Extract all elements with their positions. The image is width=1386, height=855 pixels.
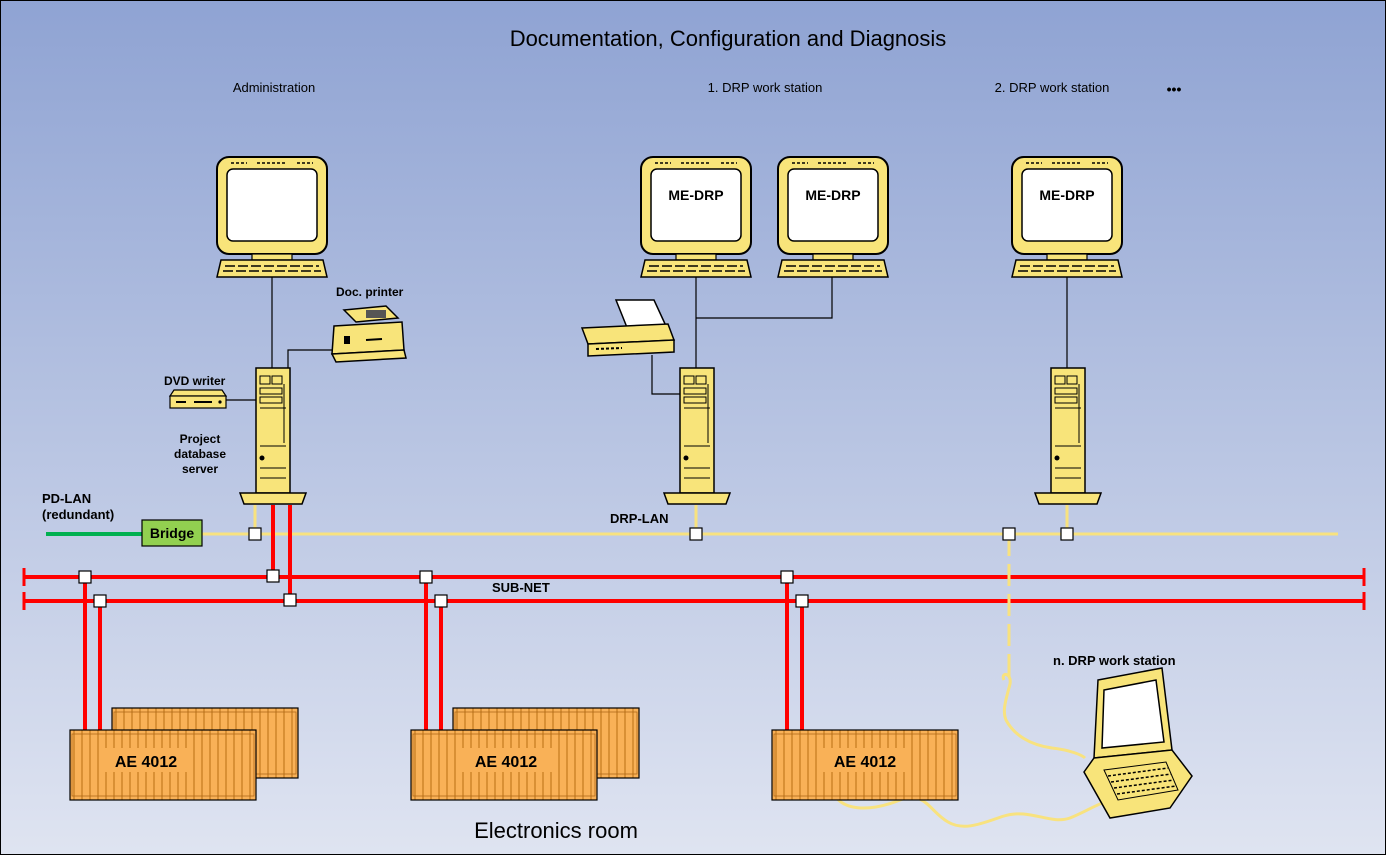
project-server-label-2: database (174, 447, 226, 461)
me-drp-label-1: ME-DRP (668, 187, 723, 203)
pd-lan-label-2: (redundant) (42, 507, 114, 522)
me-drp-label-2: ME-DRP (805, 187, 860, 203)
device-wires (224, 272, 1068, 401)
doc-printer-label: Doc. printer (336, 285, 404, 299)
rack-1-label-plate (100, 748, 192, 772)
server-subnet-links (271, 505, 292, 600)
bridge-label: Bridge (150, 525, 195, 541)
rack-2-label: AE 4012 (475, 754, 537, 771)
electronics-room-label: Electronics room (474, 818, 638, 843)
sub-net-label: SUB-NET (492, 580, 550, 595)
rack-subnet-links (83, 577, 804, 730)
drp-lan-label: DRP-LAN (610, 511, 669, 526)
n-drp-link (830, 534, 1111, 828)
laptop-icon (1083, 667, 1193, 819)
network-nodes (78, 527, 1074, 608)
project-server-label-1: Project (180, 432, 221, 446)
pd-lan-label-1: PD-LAN (42, 491, 91, 506)
bridge-box (141, 519, 203, 547)
dvd-writer-label: DVD writer (164, 374, 226, 388)
dvd-writer-icon (169, 389, 227, 409)
rack-3-label-plate (819, 748, 911, 772)
rack-3-label: AE 4012 (834, 754, 896, 771)
label-drp-station-2: 2. DRP work station (995, 80, 1110, 95)
me-drp-label-3: ME-DRP (1039, 187, 1094, 203)
project-server-label-3: server (182, 462, 218, 476)
subnet-buses (22, 568, 1366, 610)
rack-1-label: AE 4012 (115, 754, 177, 771)
n-drp-label: n. DRP work station (1053, 653, 1176, 668)
label-drp-station-1: 1. DRP work station (708, 80, 823, 95)
diagram-title: Documentation, Configuration and Diagnos… (510, 26, 947, 51)
label-administration: Administration (233, 80, 315, 95)
rack-2-label-plate (460, 748, 552, 772)
ellipsis-more-stations: ••• (1167, 81, 1182, 97)
